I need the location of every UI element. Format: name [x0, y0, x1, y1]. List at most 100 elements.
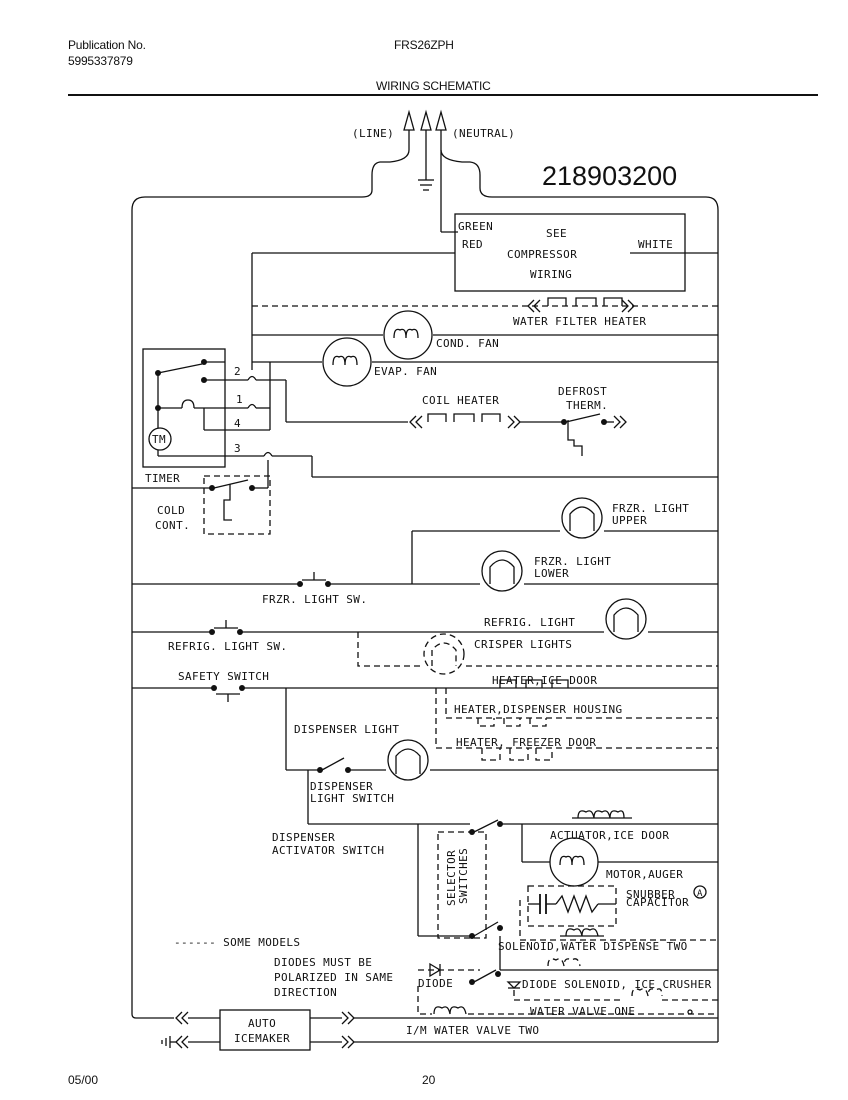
diode-right-symbol: [506, 981, 522, 989]
snubber-capacitor-symbol: [528, 894, 616, 914]
selector-switches-box: [437, 831, 487, 939]
diode-left-symbol: [429, 962, 442, 978]
motor-auger-label: MOTOR,AUGER: [606, 868, 683, 881]
selector-switch-1-symbol: [469, 819, 503, 835]
timer-terminal-2: 2: [234, 365, 241, 378]
frzr-light-upper-label-1: FRZR. LIGHT: [612, 502, 689, 515]
publication-number: 5995337879: [68, 54, 133, 68]
solenoid-water-dispense-two-symbol: [560, 928, 604, 937]
icemaker-ground-symbol: [161, 1036, 176, 1048]
frzr-light-lower-label-2: LOWER: [534, 567, 569, 580]
dispenser-light-switch-label-2: LIGHT SWITCH: [310, 792, 394, 805]
timer-terminal-3: 3: [234, 442, 241, 455]
dispenser-light-symbol: [387, 739, 429, 781]
compressor-green-label: GREEN: [458, 220, 493, 233]
snubber-capacitor-label-2: CAPACITOR: [626, 896, 689, 909]
defrost-therm-label-1: DEFROST: [558, 385, 607, 398]
selector-switch-3-symbol: [469, 969, 501, 985]
refrig-light-label: REFRIG. LIGHT: [484, 616, 575, 629]
selector-switch-2-symbol: [469, 921, 503, 939]
compressor-label: COMPRESSOR: [507, 248, 577, 261]
diodes-note-line-2: POLARIZED IN SAME: [274, 971, 393, 984]
snubber-note: A: [697, 889, 703, 899]
safety-switch-label: SAFETY SWITCH: [178, 670, 269, 683]
frzr-light-switch-label: FRZR. LIGHT SW.: [262, 593, 367, 606]
water-valve-one-symbol: [433, 1006, 467, 1015]
evap-fan-symbol: [322, 337, 372, 387]
refrig-light-symbol: [605, 598, 647, 640]
diodes-note-line-3: DIRECTION: [274, 986, 337, 999]
water-filter-heater-symbol: [527, 297, 635, 313]
snubber-capacitor-box: [527, 885, 617, 927]
compressor-see-label: SEE: [546, 227, 567, 240]
crisper-lights-label: CRISPER LIGHTS: [474, 638, 572, 651]
compressor-red-label: RED: [462, 238, 483, 251]
selector-switches-label-2: SWITCHES: [457, 848, 470, 904]
diode-solenoid-ice-crusher-label: DIODE SOLENOID, ICE CRUSHER: [522, 978, 712, 991]
page-number: 20: [422, 1073, 436, 1087]
diodes-note-line-1: DIODES MUST BE: [274, 956, 372, 969]
selector-switches-label-1: SELECTOR: [445, 850, 458, 906]
heater-freezer-door-symbol: [481, 748, 553, 761]
refrig-light-switch-label: REFRIG. LIGHT SW.: [168, 640, 287, 653]
neutral-label: (NEUTRAL): [452, 127, 515, 140]
frzr-light-lower-symbol: [481, 550, 523, 592]
actuator-ice-door-symbol: [572, 810, 632, 819]
timer-motor-label: TM: [152, 433, 166, 446]
line-label: (LINE): [352, 127, 394, 140]
refrig-light-switch-symbol: [209, 620, 243, 635]
cold-control-box: [203, 475, 271, 535]
cold-control-label-1: COLD: [157, 504, 185, 517]
coil-heater-symbol: [409, 413, 521, 429]
auto-icemaker-label-1: AUTO: [248, 1017, 276, 1030]
frzr-light-upper-symbol: [561, 497, 603, 539]
frzr-light-lower-label-1: FRZR. LIGHT: [534, 555, 611, 568]
page-title: WIRING SCHEMATIC: [376, 79, 491, 93]
motor-auger-symbol: [549, 837, 599, 887]
auto-icemaker-label-2: ICEMAKER: [234, 1032, 290, 1045]
diode-left-label: DIODE: [418, 977, 453, 990]
dispenser-activator-switch-label-1: DISPENSER: [272, 831, 335, 844]
heater-ice-door-label: HEATER,ICE DOOR: [492, 674, 597, 687]
crisper-lights-symbol: [423, 633, 465, 675]
timer-motor-symbol: [148, 427, 172, 451]
im-water-valve-two-label: I/M WATER VALVE TWO: [406, 1024, 539, 1037]
actuator-ice-door-label: ACTUATOR,ICE DOOR: [550, 829, 669, 842]
heater-ice-door-symbol: [499, 679, 569, 688]
evap-fan-label: EVAP. FAN: [374, 365, 437, 378]
some-models-note: ------ SOME MODELS: [174, 936, 300, 949]
cold-control-label-2: CONT.: [155, 519, 190, 532]
footer-date: 05/00: [68, 1073, 99, 1087]
model-number: FRS26ZPH: [394, 38, 454, 52]
dispenser-light-switch-symbol: [317, 757, 351, 773]
header-rule: [68, 94, 818, 96]
ice-crusher-coil-symbol: [631, 988, 663, 997]
timer-terminal-1: 1: [236, 393, 243, 406]
coil-heater-label: COIL HEATER: [422, 394, 499, 407]
cond-fan-label: COND. FAN: [436, 337, 499, 350]
cond-fan-symbol: [383, 310, 433, 360]
heater-freezer-door-label: HEATER, FREEZER DOOR: [456, 736, 596, 749]
dispenser-activator-switch-label-2: ACTIVATOR SWITCH: [272, 844, 384, 857]
frzr-light-upper-label-2: UPPER: [612, 514, 647, 527]
defrost-therm-label-2: THERM.: [566, 399, 608, 412]
timer-terminal-4: 4: [234, 417, 241, 430]
heater-dispenser-housing-symbol: [477, 718, 547, 727]
snubber-note-circle: [693, 885, 707, 899]
snubber-capacitor-label-1: SNUBBER: [626, 888, 675, 901]
compressor-wiring-label: WIRING: [530, 268, 572, 281]
timer-contacts: [155, 359, 225, 457]
frzr-light-switch-symbol: [297, 572, 331, 587]
dispenser-light-switch-label-1: DISPENSER: [310, 780, 373, 793]
timer-label: TIMER: [145, 472, 180, 485]
solenoid-water-dispense-two-label: SOLENOID,WATER DISPENSE TWO: [498, 940, 688, 953]
water-valve-one-label: WATER VALVE ONE: [530, 1005, 635, 1018]
publication-label: Publication No.: [68, 38, 146, 52]
heater-dispenser-housing-label: HEATER,DISPENSER HOUSING: [454, 703, 623, 716]
dispenser-light-label: DISPENSER LIGHT: [294, 723, 399, 736]
supply-terminals: [131, 109, 719, 1020]
ice-crusher-solenoid-symbol: [547, 958, 581, 967]
part-number: 218903200: [542, 161, 677, 191]
water-filter-heater-label: WATER FILTER HEATER: [513, 315, 646, 328]
